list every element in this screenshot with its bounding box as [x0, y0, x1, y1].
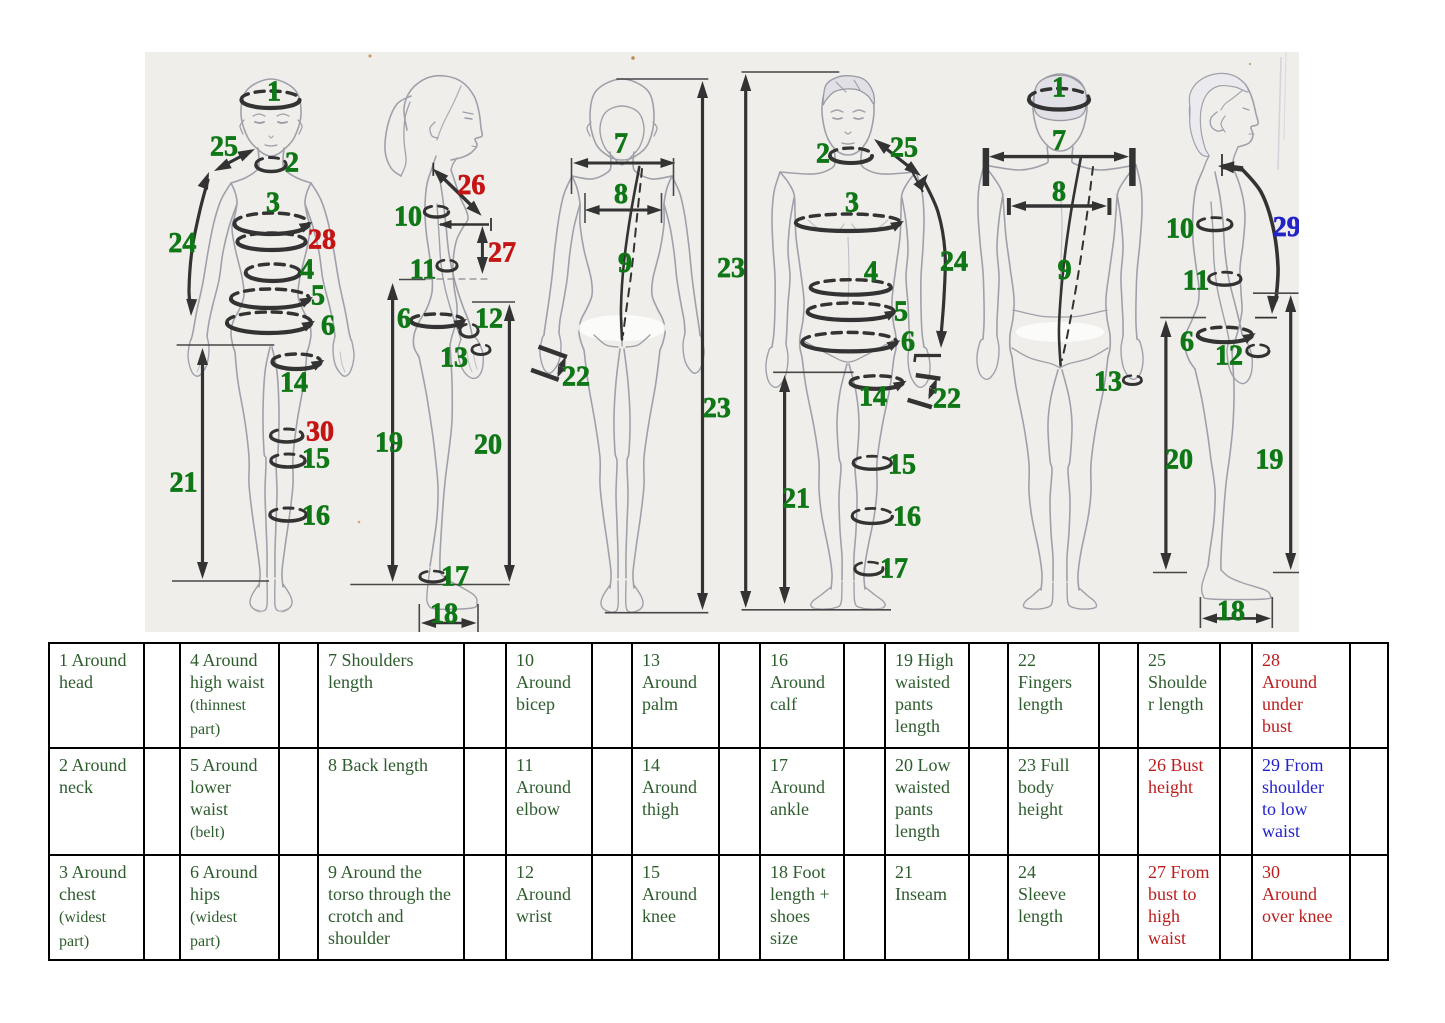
- svg-text:1: 1: [1052, 73, 1066, 104]
- svg-text:12: 12: [1215, 341, 1243, 372]
- svg-text:24: 24: [168, 228, 196, 259]
- svg-text:12: 12: [475, 304, 503, 335]
- svg-text:28: 28: [308, 225, 336, 256]
- svg-text:15: 15: [888, 450, 916, 481]
- svg-text:25: 25: [890, 133, 918, 164]
- svg-text:14: 14: [280, 368, 308, 399]
- svg-text:20: 20: [474, 430, 502, 461]
- svg-text:2: 2: [816, 139, 830, 170]
- svg-text:10: 10: [394, 202, 422, 233]
- svg-text:6: 6: [901, 327, 915, 358]
- svg-text:3: 3: [845, 188, 859, 219]
- svg-text:6: 6: [397, 304, 411, 335]
- svg-text:10: 10: [1166, 214, 1194, 245]
- svg-text:2: 2: [285, 148, 299, 179]
- svg-text:4: 4: [864, 257, 878, 288]
- svg-text:18: 18: [1217, 596, 1245, 627]
- svg-text:26: 26: [457, 170, 485, 201]
- svg-text:7: 7: [1052, 126, 1066, 157]
- svg-text:15: 15: [302, 444, 330, 475]
- svg-text:21: 21: [782, 484, 810, 515]
- svg-text:6: 6: [321, 311, 335, 342]
- svg-text:29: 29: [1273, 212, 1299, 243]
- svg-text:30: 30: [306, 417, 334, 448]
- svg-text:3: 3: [266, 188, 280, 219]
- svg-text:18: 18: [430, 599, 458, 630]
- svg-text:8: 8: [1052, 177, 1066, 208]
- svg-text:16: 16: [302, 501, 330, 532]
- svg-text:14: 14: [859, 382, 887, 413]
- svg-text:5: 5: [894, 297, 908, 328]
- svg-text:9: 9: [618, 248, 632, 279]
- svg-text:11: 11: [1183, 266, 1209, 297]
- svg-text:19: 19: [375, 428, 403, 459]
- svg-text:19: 19: [1255, 445, 1283, 476]
- svg-text:7: 7: [614, 129, 628, 160]
- svg-text:13: 13: [1094, 367, 1122, 398]
- svg-text:8: 8: [614, 179, 628, 210]
- svg-text:4: 4: [300, 255, 314, 286]
- svg-text:5: 5: [311, 281, 325, 312]
- svg-text:9: 9: [1058, 255, 1072, 286]
- svg-text:23: 23: [703, 393, 731, 424]
- svg-text:22: 22: [562, 362, 590, 393]
- svg-text:17: 17: [880, 554, 908, 585]
- svg-text:17: 17: [441, 562, 469, 593]
- svg-text:27: 27: [488, 238, 516, 269]
- svg-text:16: 16: [893, 502, 921, 533]
- svg-text:21: 21: [170, 468, 198, 499]
- svg-text:25: 25: [210, 132, 238, 163]
- svg-text:6: 6: [1180, 327, 1194, 358]
- svg-text:23: 23: [717, 253, 745, 284]
- svg-text:22: 22: [933, 384, 961, 415]
- svg-text:1: 1: [267, 77, 281, 108]
- svg-text:20: 20: [1165, 445, 1193, 476]
- svg-text:13: 13: [440, 343, 468, 374]
- svg-text:24: 24: [940, 247, 968, 278]
- svg-text:11: 11: [410, 255, 436, 286]
